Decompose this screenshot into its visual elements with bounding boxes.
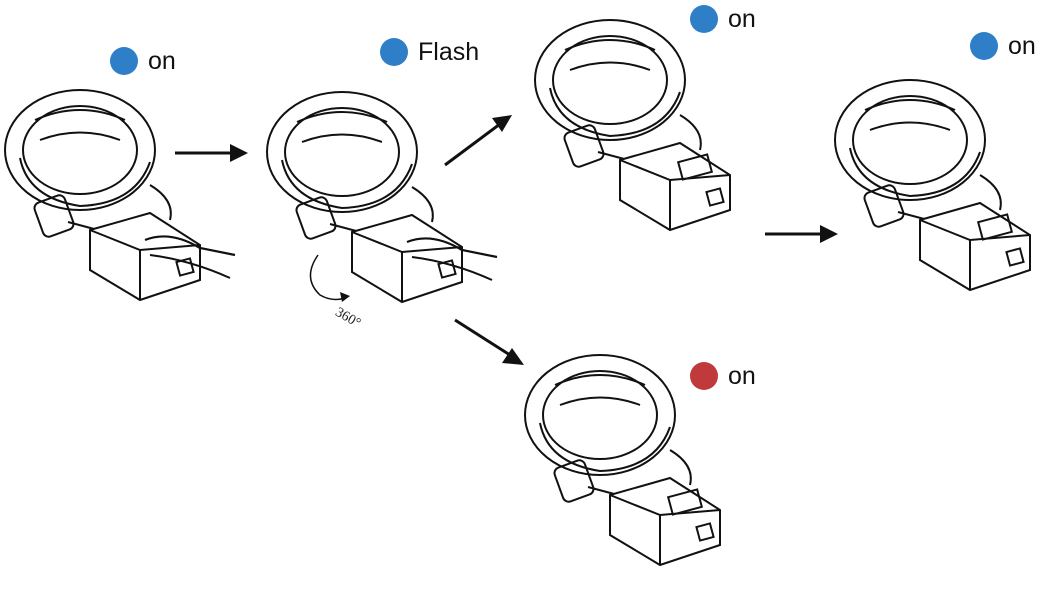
led-indicator-icon: [970, 32, 998, 60]
led-indicator-icon: [110, 47, 138, 75]
rotation-arrow-icon: [309, 254, 350, 302]
led-indicator-icon: [690, 5, 718, 33]
led-indicator-icon: [380, 38, 408, 66]
flow-arrow-icon: [444, 115, 512, 167]
led-indicator-icon: [690, 362, 718, 390]
cable-lock-illustration: [266, 91, 498, 304]
status-label: on: [728, 361, 756, 390]
flow-arrow-icon: [454, 318, 524, 365]
cable-lock-step2: [262, 82, 502, 322]
status-label: Flash: [418, 37, 480, 66]
cable-lock-illustration: [534, 19, 731, 232]
cable-lock-step1: [0, 80, 240, 320]
led-status-step5: on: [690, 362, 756, 390]
status-label: on: [148, 46, 176, 75]
cable-lock-illustration: [524, 354, 721, 567]
led-status-step3: on: [690, 5, 756, 33]
status-label: on: [728, 4, 756, 33]
cable-lock-step3: [530, 10, 770, 250]
led-status-step2: Flash: [380, 38, 479, 66]
flow-arrow-icon: [175, 144, 248, 162]
fingerprint-lock-diagram: on F: [0, 5, 1057, 567]
led-status-step4: on: [970, 32, 1036, 60]
cable-lock-illustration: [834, 79, 1031, 292]
led-status-step1: on: [110, 47, 176, 75]
cable-lock-step4: [830, 70, 1057, 310]
cable-lock-illustration: [4, 89, 236, 302]
flow-arrow-icon: [765, 225, 838, 243]
cable-lock-step5: [520, 345, 760, 585]
status-label: on: [1008, 31, 1036, 60]
